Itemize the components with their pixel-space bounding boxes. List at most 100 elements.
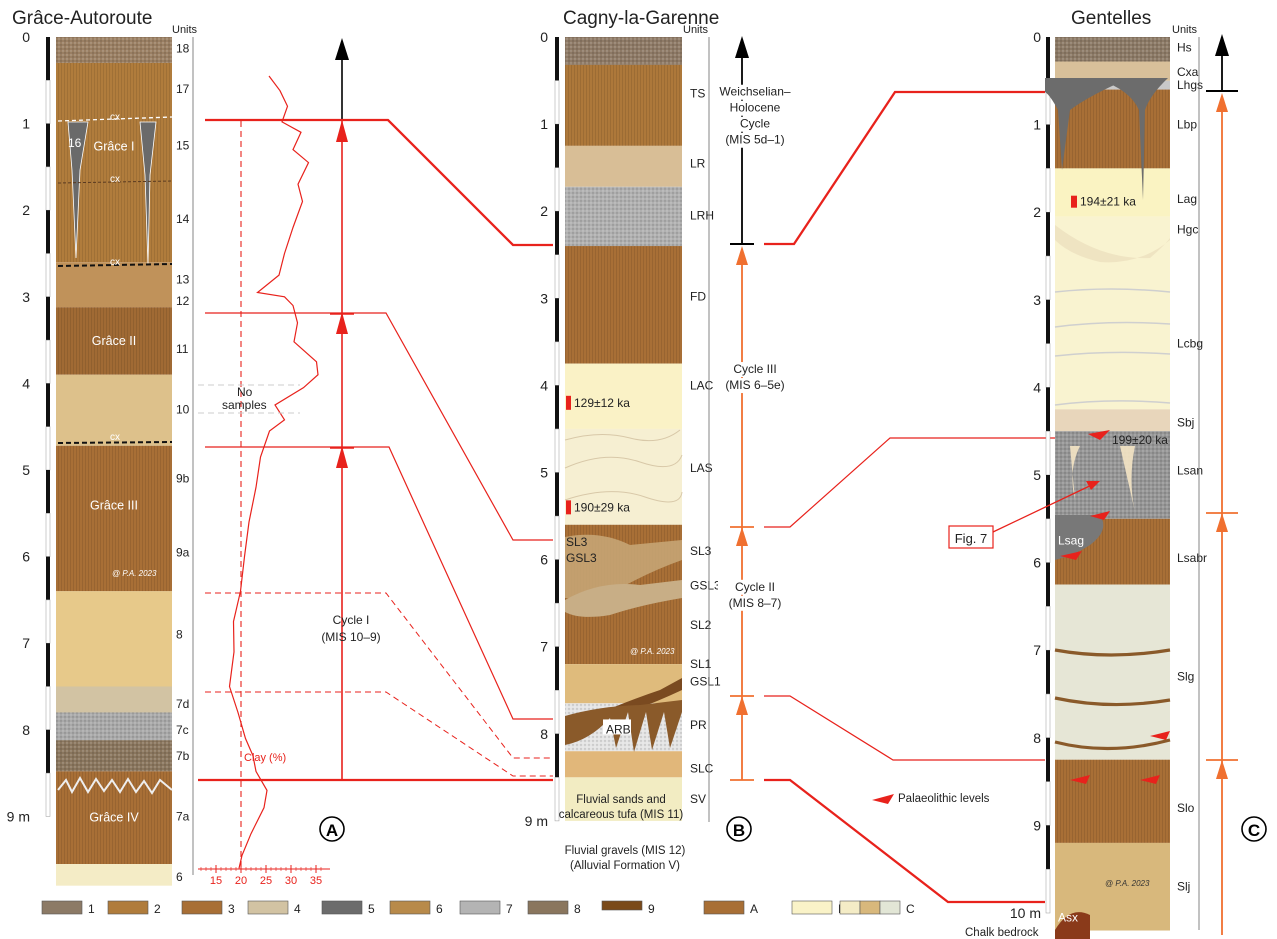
depth-label-8: 8 bbox=[1033, 730, 1041, 746]
cycle-i-label-1: Cycle I bbox=[333, 613, 370, 627]
panel-c-letter: C bbox=[1248, 821, 1260, 840]
panel-c-orange-arrowhead-1 bbox=[1216, 93, 1228, 112]
depth-label-9: 9 m bbox=[7, 808, 30, 824]
panel-a-title: Grâce-Autoroute bbox=[12, 8, 152, 29]
layer-2 bbox=[56, 262, 172, 308]
layer-3-texture bbox=[565, 186, 682, 247]
clay-tick-label-3: 30 bbox=[285, 875, 297, 887]
unit-label-8: 9b bbox=[176, 472, 190, 486]
fig7-label: Fig. 7 bbox=[955, 531, 988, 546]
depth-bar-8 bbox=[1046, 737, 1050, 782]
corr-ab-grace2 bbox=[205, 312, 553, 541]
panel-a-units-header: Units bbox=[172, 24, 198, 36]
depth-bar-3 bbox=[555, 298, 559, 342]
cycle-b-label-0-0: Weichselian– bbox=[719, 85, 790, 99]
legend-swatch-7 bbox=[527, 900, 569, 915]
age-label-c-0: 194±21 ka bbox=[1080, 195, 1136, 209]
unit-label-12: SLC bbox=[690, 762, 714, 776]
legend-swatch-5 bbox=[389, 900, 431, 915]
panel-b-sl3-lens bbox=[565, 534, 682, 600]
unit-label-8: Lsan bbox=[1177, 464, 1203, 478]
inline-label-c-1: Asx bbox=[1058, 910, 1078, 924]
unit-label-7: GSL3 bbox=[690, 579, 721, 593]
depth-label-5: 5 bbox=[540, 465, 548, 481]
depth-label-6: 6 bbox=[540, 552, 548, 568]
unit-label-12: Slj bbox=[1177, 880, 1190, 894]
legend-label-6: 7 bbox=[506, 902, 513, 916]
legend-label-8: 9 bbox=[648, 902, 655, 916]
legend-swatch-4 bbox=[321, 900, 363, 915]
legend-label-1: 2 bbox=[154, 902, 161, 916]
cycle-i-arrowhead-3 bbox=[336, 120, 348, 142]
legend-swatch-2 bbox=[181, 900, 223, 915]
layer-3-texture bbox=[56, 307, 172, 375]
panel-b-gsl3-lens bbox=[565, 580, 682, 617]
no-samples-1: No bbox=[237, 385, 253, 399]
depth-label-5: 5 bbox=[22, 462, 30, 478]
cycle-b-bg-2-0 bbox=[718, 579, 768, 595]
unit-label-1: 17 bbox=[176, 82, 190, 96]
panel-c-units-header: Units bbox=[1172, 24, 1198, 36]
unit-label-13: 7b bbox=[176, 749, 190, 763]
depth-bar-1 bbox=[46, 123, 50, 167]
panel-c-lsag-lens bbox=[1055, 515, 1104, 560]
cycle-i-arrowhead-1 bbox=[336, 446, 348, 468]
depth-label-2: 2 bbox=[540, 203, 548, 219]
depth-bar-white-2 bbox=[554, 254, 560, 299]
legend-label-3: 4 bbox=[294, 902, 301, 916]
panel-b-arb bbox=[565, 700, 682, 752]
legend-label-11: C bbox=[906, 902, 915, 916]
depth-bar-white-3 bbox=[1045, 343, 1051, 388]
age-label-c-1: 199±20 ka bbox=[1112, 433, 1168, 447]
layer-6 bbox=[56, 591, 172, 687]
depth-label-10: 10 m bbox=[1010, 905, 1041, 921]
inline-label-b-2: ARB bbox=[606, 722, 631, 736]
age-marker-b-1 bbox=[566, 500, 571, 515]
depth-bar-2 bbox=[1046, 212, 1050, 256]
panel-c-ice-wedge-1 bbox=[1045, 78, 1130, 170]
unit-label-11: 7d bbox=[176, 697, 189, 711]
depth-label-3: 3 bbox=[1033, 292, 1041, 308]
depth-label-3: 3 bbox=[540, 290, 548, 306]
depth-label-7: 7 bbox=[540, 639, 548, 655]
depth-bar-5 bbox=[46, 470, 50, 514]
cycle-b-label-0-2: Cycle bbox=[740, 117, 770, 131]
unit-label-13: SV bbox=[690, 792, 706, 806]
unit-label-0: TS bbox=[690, 87, 705, 101]
fig7-arrowhead bbox=[1086, 481, 1100, 490]
depth-bar-7 bbox=[46, 643, 50, 687]
depth-label-8: 8 bbox=[540, 726, 548, 742]
legend-swatch-c-3 bbox=[879, 900, 901, 915]
cycle-b-bg-0-0 bbox=[718, 84, 768, 100]
depth-bar-white-5 bbox=[554, 515, 560, 560]
unit-label-6: 11 bbox=[176, 342, 189, 356]
palaeolithic-markers bbox=[1060, 430, 1170, 784]
unit-label-4: Lag bbox=[1177, 192, 1197, 206]
top-black-arrowhead bbox=[335, 38, 349, 60]
legend-label-2: 3 bbox=[228, 902, 235, 916]
clay-tick-label-4: 35 bbox=[310, 875, 322, 887]
unit-label-3: FD bbox=[690, 290, 706, 304]
depth-bar-white-8 bbox=[45, 772, 51, 817]
depth-bar-white-1 bbox=[554, 167, 560, 212]
clay-curve bbox=[228, 75, 319, 869]
depth-bar-7 bbox=[1046, 650, 1050, 694]
depth-bar-white-5 bbox=[45, 513, 51, 557]
layer-7-texture bbox=[1055, 431, 1170, 519]
unit-label-11: Slo bbox=[1177, 801, 1195, 815]
panel-c-lsan-wedges bbox=[1055, 446, 1135, 512]
depth-label-6: 6 bbox=[1033, 555, 1041, 571]
depth-bar-4 bbox=[555, 385, 559, 429]
depth-bar-white-3 bbox=[45, 339, 51, 384]
depth-label-0: 0 bbox=[540, 29, 548, 45]
panel-a-letter-circle bbox=[319, 816, 345, 842]
panel-c-unit-labels: HsCxaLhgsLbpLagHgcLcbgSbjLsanLsabrSlgSlo… bbox=[1177, 41, 1207, 894]
depth-bar-white-2 bbox=[1045, 255, 1051, 301]
legend-label-4: 5 bbox=[368, 902, 375, 916]
